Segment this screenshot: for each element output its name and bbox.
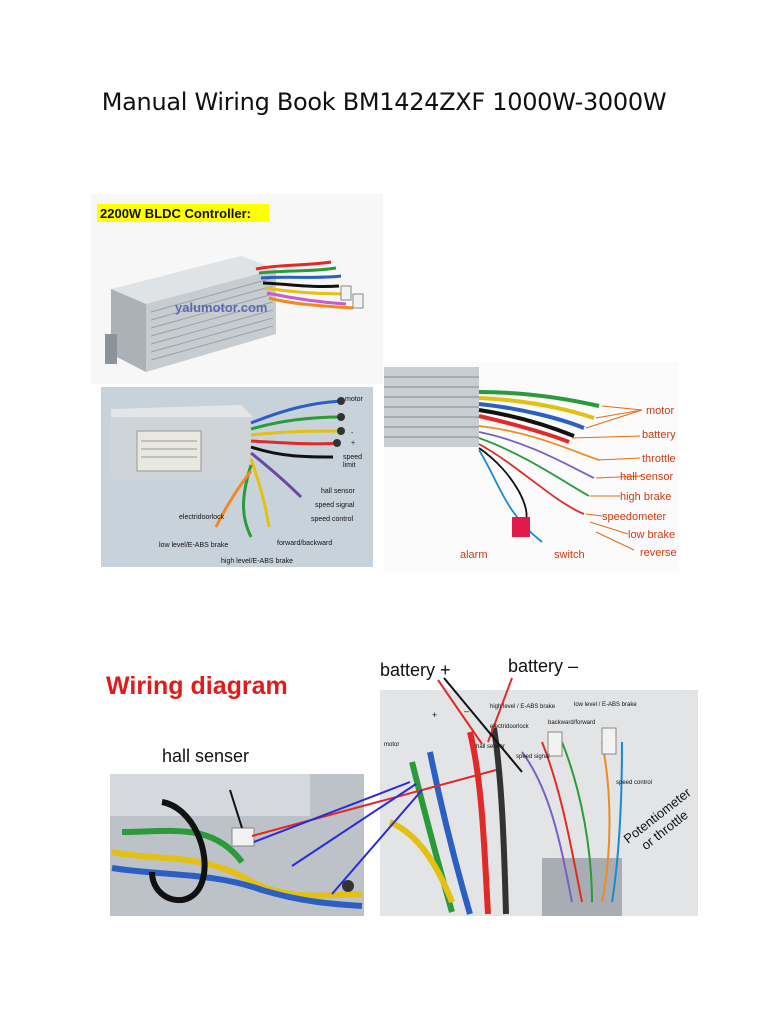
wiring-diagram-photo: Wiring diagram battery + battery – hall … [92, 632, 704, 928]
label-hall-sensor: hall sensor [321, 488, 356, 495]
label-speed-limit-2: limit [343, 462, 355, 469]
label-low-level: low level/E-ABS brake [159, 542, 228, 549]
controller-heading: 2200W BLDC Controller: [100, 206, 251, 221]
label-speed-signal: speed signal [315, 502, 355, 509]
label-minus: – [464, 706, 469, 716]
controller-wires-photo: motor battery throttle hall sensor high … [384, 362, 679, 572]
page-title: Manual Wiring Book BM1424ZXF 1000W-3000W [101, 88, 667, 116]
battery-plus-label: battery + [380, 660, 451, 680]
label-speed-signal: speed signal [516, 754, 550, 760]
label-speed-control: speed control [311, 516, 353, 523]
label-plus: + [432, 710, 437, 720]
controller-photo: 2200W BLDC Controller: yalumotor.com [91, 194, 383, 384]
label-speed-limit-1: speed [343, 454, 362, 461]
label-switch: switch [554, 549, 585, 561]
label-speed-control: speed control [616, 780, 652, 786]
label-hall-sensor: hall sensor [620, 471, 674, 483]
battery-minus-label: battery – [508, 656, 578, 676]
label-electridoorlock: electridoorlock [490, 724, 530, 730]
label-high-brake: high brake [620, 491, 671, 503]
label-throttle: throttle [642, 453, 676, 465]
label-alarm: alarm [460, 549, 488, 561]
hall-senser-label: hall senser [162, 746, 249, 766]
label-plus: + [351, 440, 355, 447]
label-minus: - [351, 430, 354, 437]
label-high-level: high level / E-ABS brake [490, 704, 556, 710]
label-low-brake: low brake [628, 529, 675, 541]
label-hall-senser: hall senser [476, 744, 505, 750]
label-electridoorlock: electridoorlock [179, 514, 225, 521]
label-motor: motor [345, 396, 364, 403]
watermark: yalumotor.com [175, 300, 267, 315]
controller-labeled-photo: motor - + speed limit hall sensor speed … [101, 387, 373, 567]
wiring-diagram-heading: Wiring diagram [106, 672, 288, 700]
label-low-level: low level / E-ABS brake [574, 702, 637, 708]
label-backward-forward: backward/forward [548, 720, 595, 726]
label-battery: battery [642, 429, 676, 441]
label-speedometer: speedometer [602, 511, 667, 523]
label-motor: motor [384, 742, 399, 748]
label-motor: motor [646, 405, 674, 417]
label-high-level: high level/E-ABS brake [221, 558, 293, 565]
label-forward-backward: forward/backward [277, 540, 332, 547]
label-reverse: reverse [640, 547, 677, 559]
